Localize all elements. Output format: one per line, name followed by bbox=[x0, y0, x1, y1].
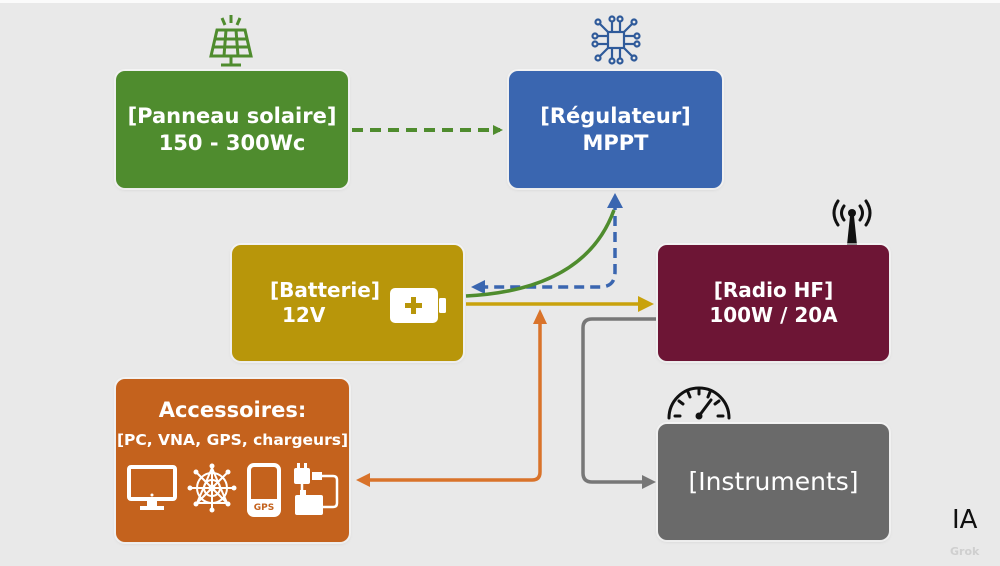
node-accessories[interactable]: Accessoires: [PC, VNA, GPS, chargeurs] bbox=[116, 379, 349, 542]
node-instruments[interactable]: [Instruments] bbox=[658, 424, 889, 540]
edge-battery-to-mppt bbox=[465, 209, 616, 298]
orange-up-arrowhead bbox=[533, 309, 547, 324]
mppt-title: [Régulateur] bbox=[540, 104, 691, 129]
mppt-value: MPPT bbox=[582, 130, 649, 155]
node-radio-hf[interactable]: [Radio HF] 100W / 20A bbox=[658, 245, 889, 361]
gps-device-icon: GPS bbox=[246, 462, 281, 517]
node-mppt-regulator[interactable]: [Régulateur] MPPT bbox=[509, 71, 722, 188]
watermark-ia: IA bbox=[952, 505, 978, 535]
mppt-arrowhead bbox=[607, 193, 623, 208]
radio-title: [Radio HF] bbox=[713, 278, 834, 302]
accessories-list: [PC, VNA, GPS, chargeurs] bbox=[116, 431, 349, 450]
circuit-chip-icon bbox=[591, 15, 641, 65]
solar-title: [Panneau solaire] bbox=[127, 104, 337, 129]
antenna-icon bbox=[832, 199, 872, 245]
accessories-icons: GPS bbox=[126, 462, 339, 519]
edge-mppt-to-battery bbox=[471, 200, 617, 294]
top-border bbox=[0, 0, 1000, 3]
node-solar-panel[interactable]: [Panneau solaire] 150 - 300Wc bbox=[116, 71, 348, 188]
edge-bus-to-accessories bbox=[356, 322, 542, 487]
accessories-title: Accessoires: bbox=[158, 398, 307, 422]
vna-network-icon bbox=[187, 463, 236, 513]
battery-value: 12V bbox=[282, 303, 326, 327]
battery-title: [Batterie] bbox=[270, 278, 380, 302]
solar-panel-icon bbox=[209, 15, 253, 67]
gauge-icon bbox=[667, 386, 731, 420]
solar-value: 150 - 300Wc bbox=[158, 130, 306, 155]
instruments-title: [Instruments] bbox=[688, 467, 859, 497]
edge-radio-to-instruments bbox=[581, 317, 656, 489]
gps-label: GPS bbox=[253, 503, 273, 513]
node-battery[interactable]: [Batterie] 12V bbox=[232, 245, 463, 361]
charger-icon bbox=[293, 462, 338, 515]
monitor-icon bbox=[126, 464, 177, 510]
watermark-grok: Grok bbox=[950, 545, 980, 558]
battery-icon bbox=[390, 288, 446, 323]
radio-value: 100W / 20A bbox=[709, 303, 838, 327]
